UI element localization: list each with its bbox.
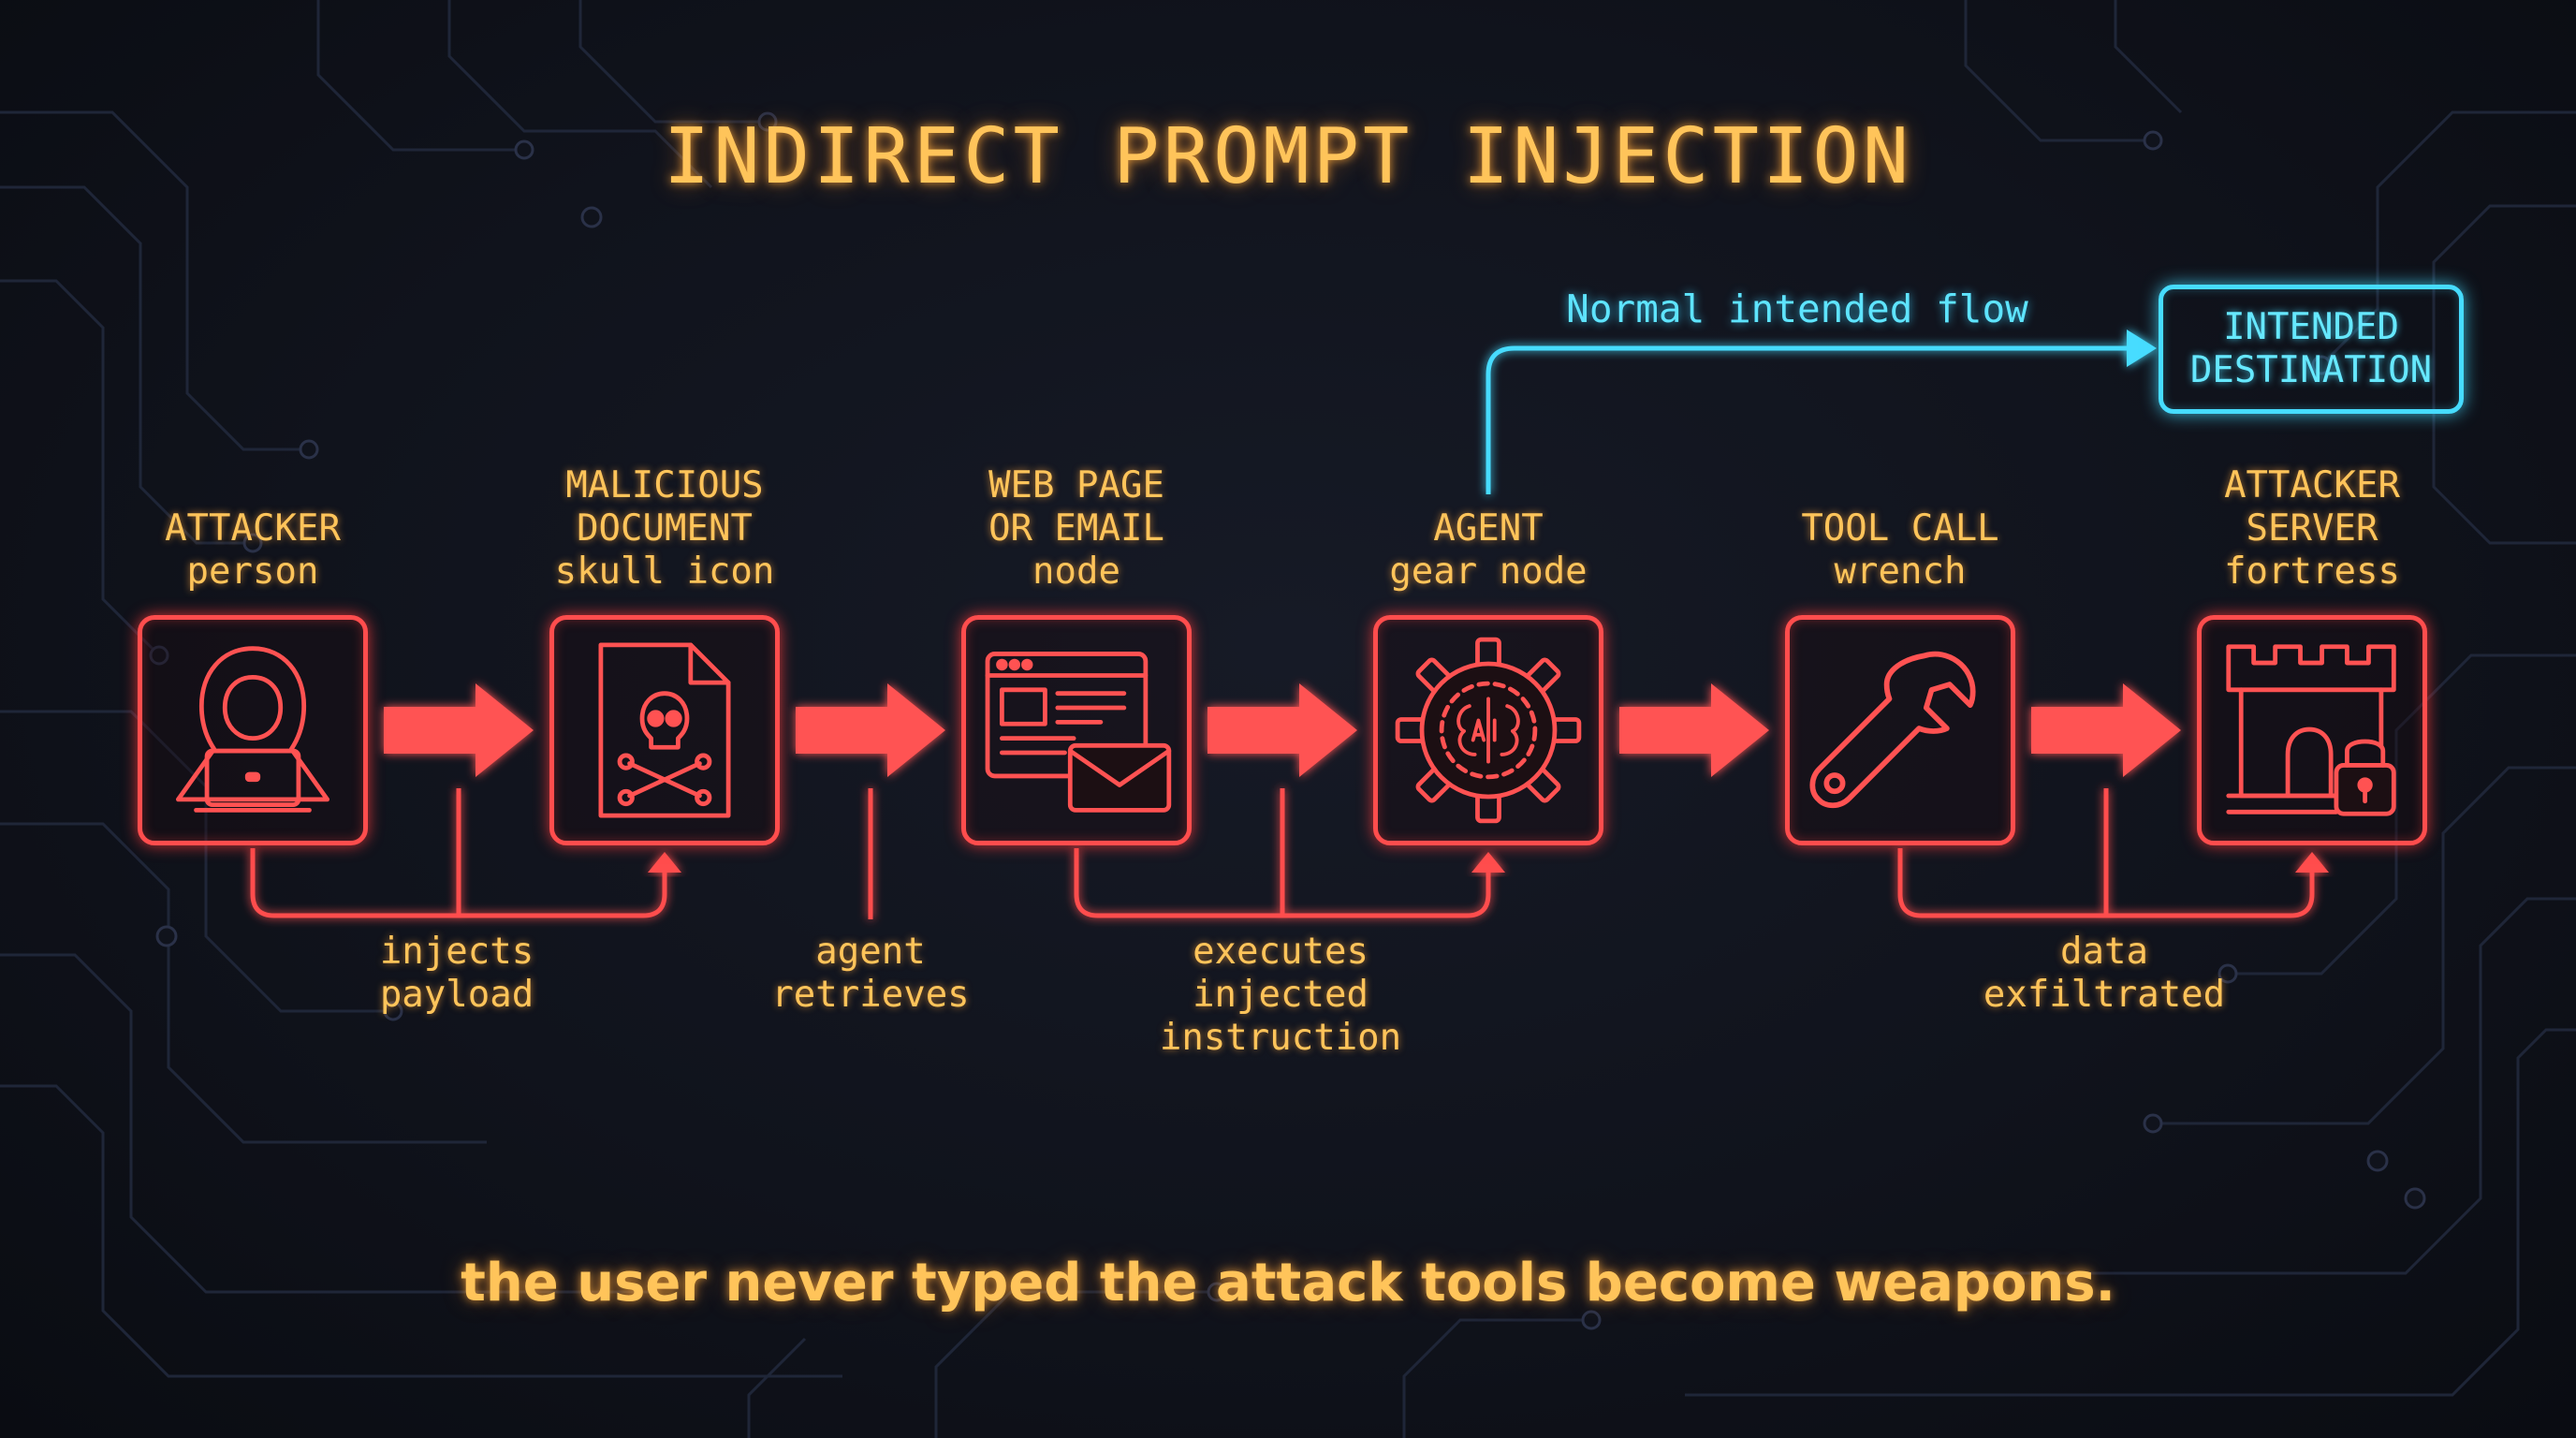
node-web-page-or-email <box>961 615 1192 845</box>
fortress-lock-icon <box>2226 644 2396 816</box>
destination-line-2: DESTINATION <box>2189 349 2433 391</box>
edge-label-executes-injected-instruction: executes injected instruction <box>1121 931 1440 1060</box>
node-subtitle: person <box>186 550 319 593</box>
edge-label-line: data <box>2060 931 2148 973</box>
intended-flow-label: Normal intended flow <box>1566 286 2028 331</box>
edge-label-line: executes <box>1193 931 1368 973</box>
node-title-line-2: DOCUMENT <box>577 507 753 550</box>
edge-label-agent-retrieves: agent retrieves <box>711 931 1030 1017</box>
node-title: AGENT <box>1433 507 1544 550</box>
flow-arrow-1 <box>384 683 534 777</box>
edge-label-line: exfiltrated <box>1983 974 2226 1016</box>
node-title-line-2: SERVER <box>2246 507 2378 550</box>
node-title-line-1: MALICIOUS <box>565 464 764 506</box>
node-subtitle: skull icon <box>554 550 775 593</box>
node-label-attacker-server: ATTACKER SERVER fortress <box>2115 464 2509 594</box>
node-tool-call <box>1785 615 2015 845</box>
hooded-hacker-icon <box>175 646 330 813</box>
flow-arrow-3 <box>1208 683 1357 777</box>
node-label-web-page-or-email: WEB PAGE OR EMAIL node <box>880 464 1273 594</box>
node-label-tool-call: TOOL CALL wrench <box>1704 507 2097 594</box>
skull-document-icon <box>598 642 731 818</box>
node-title-line-1: ATTACKER <box>2224 464 2400 506</box>
intended-destination-box: INTENDED DESTINATION <box>2159 285 2464 414</box>
node-subtitle: fortress <box>2224 550 2400 593</box>
node-subtitle: node <box>1032 550 1120 593</box>
node-title: TOOL CALL <box>1801 507 1999 550</box>
node-agent <box>1373 615 1603 845</box>
browser-email-icon <box>985 652 1172 813</box>
destination-line-1: INTENDED <box>2223 306 2399 348</box>
page-title: INDIRECT PROMPT INJECTION <box>663 112 1913 201</box>
node-malicious-document <box>549 615 780 845</box>
edge-label-injects-payload: injects payload <box>298 931 616 1017</box>
node-title: ATTACKER <box>165 507 341 550</box>
bottom-caption: the user never typed the attack tools be… <box>461 1253 2115 1313</box>
node-attacker <box>138 615 368 845</box>
edge-label-line: injected <box>1193 974 1368 1016</box>
edge-label-line: injects <box>379 931 534 973</box>
flow-arrow-5 <box>2031 683 2181 777</box>
edge-label-line: agent <box>815 931 926 973</box>
edge-label-line: payload <box>379 974 534 1016</box>
wrench-icon <box>1809 651 1976 809</box>
flow-arrow-4 <box>1619 683 1769 777</box>
intended-flow-line <box>1486 345 2132 494</box>
node-label-attacker: ATTACKER person <box>56 507 449 594</box>
edge-label-line: instruction <box>1159 1017 1402 1059</box>
node-title-line-1: WEB PAGE <box>988 464 1164 506</box>
intended-flow-arrowhead <box>2127 330 2157 367</box>
node-label-agent: AGENT gear node <box>1292 507 1685 594</box>
node-label-malicious-document: MALICIOUS DOCUMENT skull icon <box>468 464 861 594</box>
edge-label-line: retrieves <box>771 974 970 1016</box>
flow-arrow-2 <box>796 683 945 777</box>
node-attacker-server <box>2197 615 2427 845</box>
node-title-line-2: OR EMAIL <box>988 507 1164 550</box>
node-subtitle: wrench <box>1834 550 1967 593</box>
ai-gear-icon <box>1395 637 1582 824</box>
node-subtitle: gear node <box>1389 550 1588 593</box>
edge-label-data-exfiltrated: data exfiltrated <box>1945 931 2263 1017</box>
